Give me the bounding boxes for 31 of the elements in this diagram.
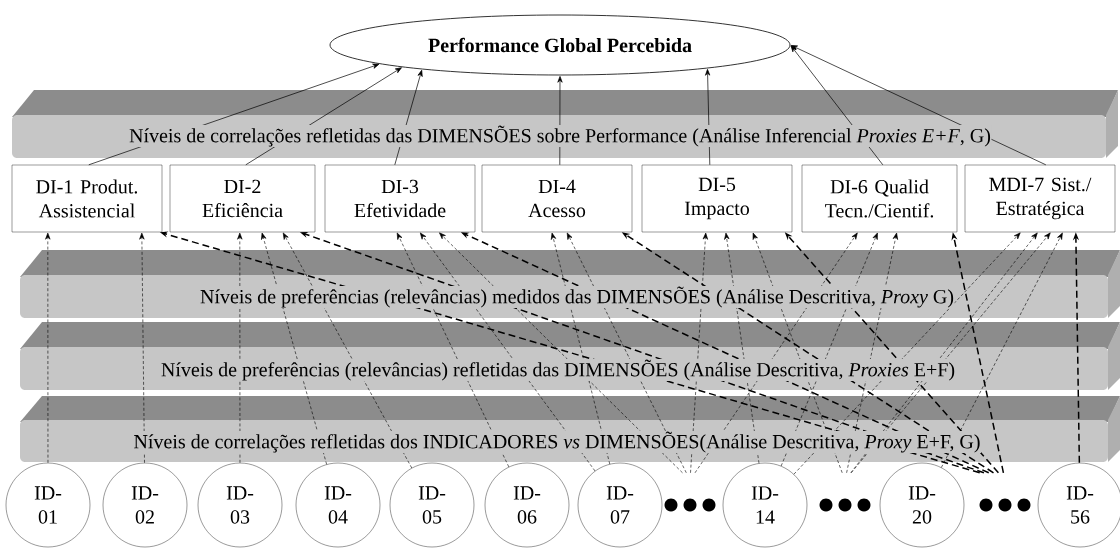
arrow	[694, 232, 858, 474]
arrow	[780, 232, 878, 467]
dots	[819, 498, 871, 512]
band-label: Níveis de correlações refletidas das DIMENSÕES sobre Performance (Análise Inferencial Proxies E+F, G)	[128, 125, 992, 147]
box: DI-1 Produt. Assistencial	[11, 164, 163, 233]
arrow	[261, 232, 327, 465]
arrow	[566, 232, 687, 474]
arrow	[724, 232, 760, 464]
arrow	[550, 232, 611, 465]
box: DI-2 Eficiência	[169, 164, 316, 233]
arrow	[846, 232, 898, 474]
arrow	[790, 45, 1047, 166]
arrow	[45, 232, 51, 464]
arrow	[396, 232, 510, 468]
arrow	[282, 232, 413, 469]
box: DI-3 Efetividade	[324, 164, 476, 233]
arrow	[420, 232, 596, 472]
arrow	[139, 232, 145, 464]
dots	[979, 498, 1031, 512]
arrow	[690, 232, 708, 474]
band-label: Níveis de preferências (relevâncias) medidos das DIMENSÕES (Análise Descritiva, Proxy G)	[199, 286, 955, 309]
arrow	[941, 232, 1063, 468]
arrow	[439, 232, 683, 474]
band-label: Níveis de preferências (relevâncias) refletidas das DIMENSÕES (Análise Descritiva, Proxies E+F)	[160, 359, 956, 381]
box: DI-5 Impacto	[641, 164, 793, 233]
band-label: Níveis de correlações refletidas dos INDICADORES vs DIMENSÕES(Análise Descritiva, Proxy E+F, G)	[132, 431, 982, 454]
arrow	[237, 232, 243, 464]
box: DI-6 Qualid Tecn./Cientif.	[801, 164, 958, 233]
dots	[664, 498, 716, 512]
box: MDI-7 Sist./ Estratégica	[964, 164, 1116, 233]
box: DI-4 Acesso	[481, 164, 633, 233]
